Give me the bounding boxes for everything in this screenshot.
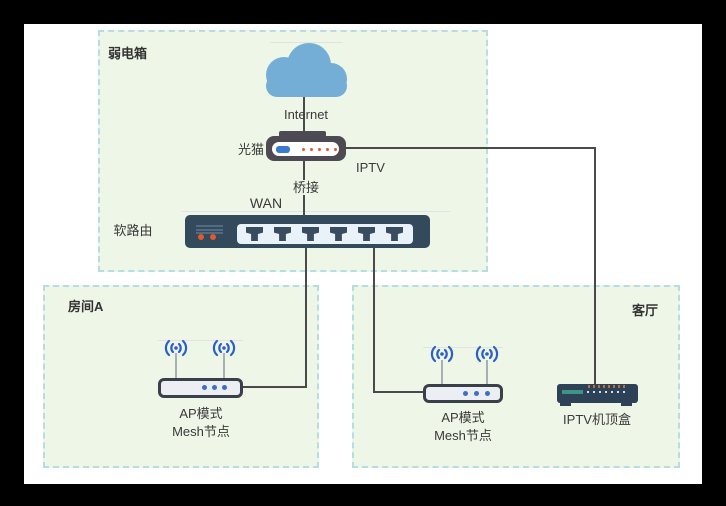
link-internet-modem xyxy=(303,95,305,137)
stb-foot xyxy=(560,403,571,406)
stb-foot xyxy=(621,403,632,406)
stb-display-bar xyxy=(562,390,583,394)
ap-led-dot xyxy=(202,385,207,390)
zone-room-a-label: 房间A xyxy=(68,299,104,314)
ap-led-dot xyxy=(485,391,490,396)
ap-room-a-label-line2: Mesh节点 xyxy=(172,424,230,439)
iptv-stb-label: IPTV机顶盒 xyxy=(563,412,631,427)
router-power-led xyxy=(198,234,204,240)
ap-led-dot xyxy=(212,385,217,390)
modem-label: 光猫 xyxy=(237,142,264,157)
bridge-edge-label: 桥接 xyxy=(289,180,323,195)
modem-status-dot xyxy=(302,147,305,151)
link-iptv-stb-vertical xyxy=(594,147,596,385)
ap-led-dot xyxy=(222,385,227,390)
wan-edge-label: WAN xyxy=(249,195,283,211)
ethernet-port xyxy=(330,227,347,241)
link-router-ap-b-vertical xyxy=(373,248,375,393)
link-router-ap-b-horizontal xyxy=(373,391,425,393)
modem-icon xyxy=(266,136,346,161)
zone-living-room xyxy=(352,285,680,468)
ap-room-a-label-line1: AP模式 xyxy=(179,406,223,421)
ap-b-antenna xyxy=(486,360,488,385)
ap-a-bound-line xyxy=(158,340,243,341)
ap-b-antenna xyxy=(441,360,443,385)
ethernet-port xyxy=(302,227,319,241)
ethernet-port xyxy=(386,227,403,241)
cloud-bound-line xyxy=(270,42,343,43)
ap-room-a-icon xyxy=(158,378,243,398)
router-icon xyxy=(185,215,430,248)
modem-top-tab xyxy=(279,131,326,138)
router-vent xyxy=(196,225,223,227)
router-vent xyxy=(196,232,223,234)
ap-living-room-label-line1: AP模式 xyxy=(441,410,485,425)
router-power-led xyxy=(210,234,216,240)
router-label: 软路由 xyxy=(113,223,153,238)
router-port-panel xyxy=(237,224,413,244)
stb-led-dots xyxy=(587,391,629,393)
zone-room-a xyxy=(43,285,319,468)
iptv-edge-label: IPTV xyxy=(356,160,385,175)
link-modem-iptv-horizontal xyxy=(346,147,596,149)
modem-status-dot xyxy=(334,147,337,151)
modem-status-dot xyxy=(318,147,321,151)
ap-b-bound-line xyxy=(423,347,503,348)
wifi-signal-icon xyxy=(430,345,454,363)
zone-weak-box-label: 弱电箱 xyxy=(108,46,148,61)
ap-led-dot xyxy=(463,391,468,396)
wifi-signal-icon xyxy=(164,339,188,357)
router-bound-line xyxy=(182,211,450,212)
link-router-ap-a-horizontal xyxy=(243,386,307,388)
zone-living-room-label: 客厅 xyxy=(632,303,659,318)
ap-a-antenna xyxy=(223,353,225,379)
wifi-signal-icon xyxy=(212,339,236,357)
ethernet-port xyxy=(274,227,291,241)
modem-led-bar xyxy=(276,145,290,153)
ap-a-antenna xyxy=(175,353,177,379)
cloud-icon xyxy=(266,43,347,97)
router-vent xyxy=(196,228,223,231)
internet-label: Internet xyxy=(283,107,329,122)
ethernet-port xyxy=(246,227,263,241)
iptv-stb-icon xyxy=(557,384,638,403)
ap-living-room-label-line2: Mesh节点 xyxy=(434,428,492,443)
ap-led-dot xyxy=(474,391,479,396)
stb-vents xyxy=(588,385,626,388)
modem-status-dot xyxy=(326,147,329,151)
modem-status-dot xyxy=(310,147,313,151)
ethernet-port xyxy=(358,227,375,241)
link-router-ap-a-vertical xyxy=(305,248,307,388)
wifi-signal-icon xyxy=(475,345,499,363)
modem-front-panel xyxy=(272,142,339,156)
